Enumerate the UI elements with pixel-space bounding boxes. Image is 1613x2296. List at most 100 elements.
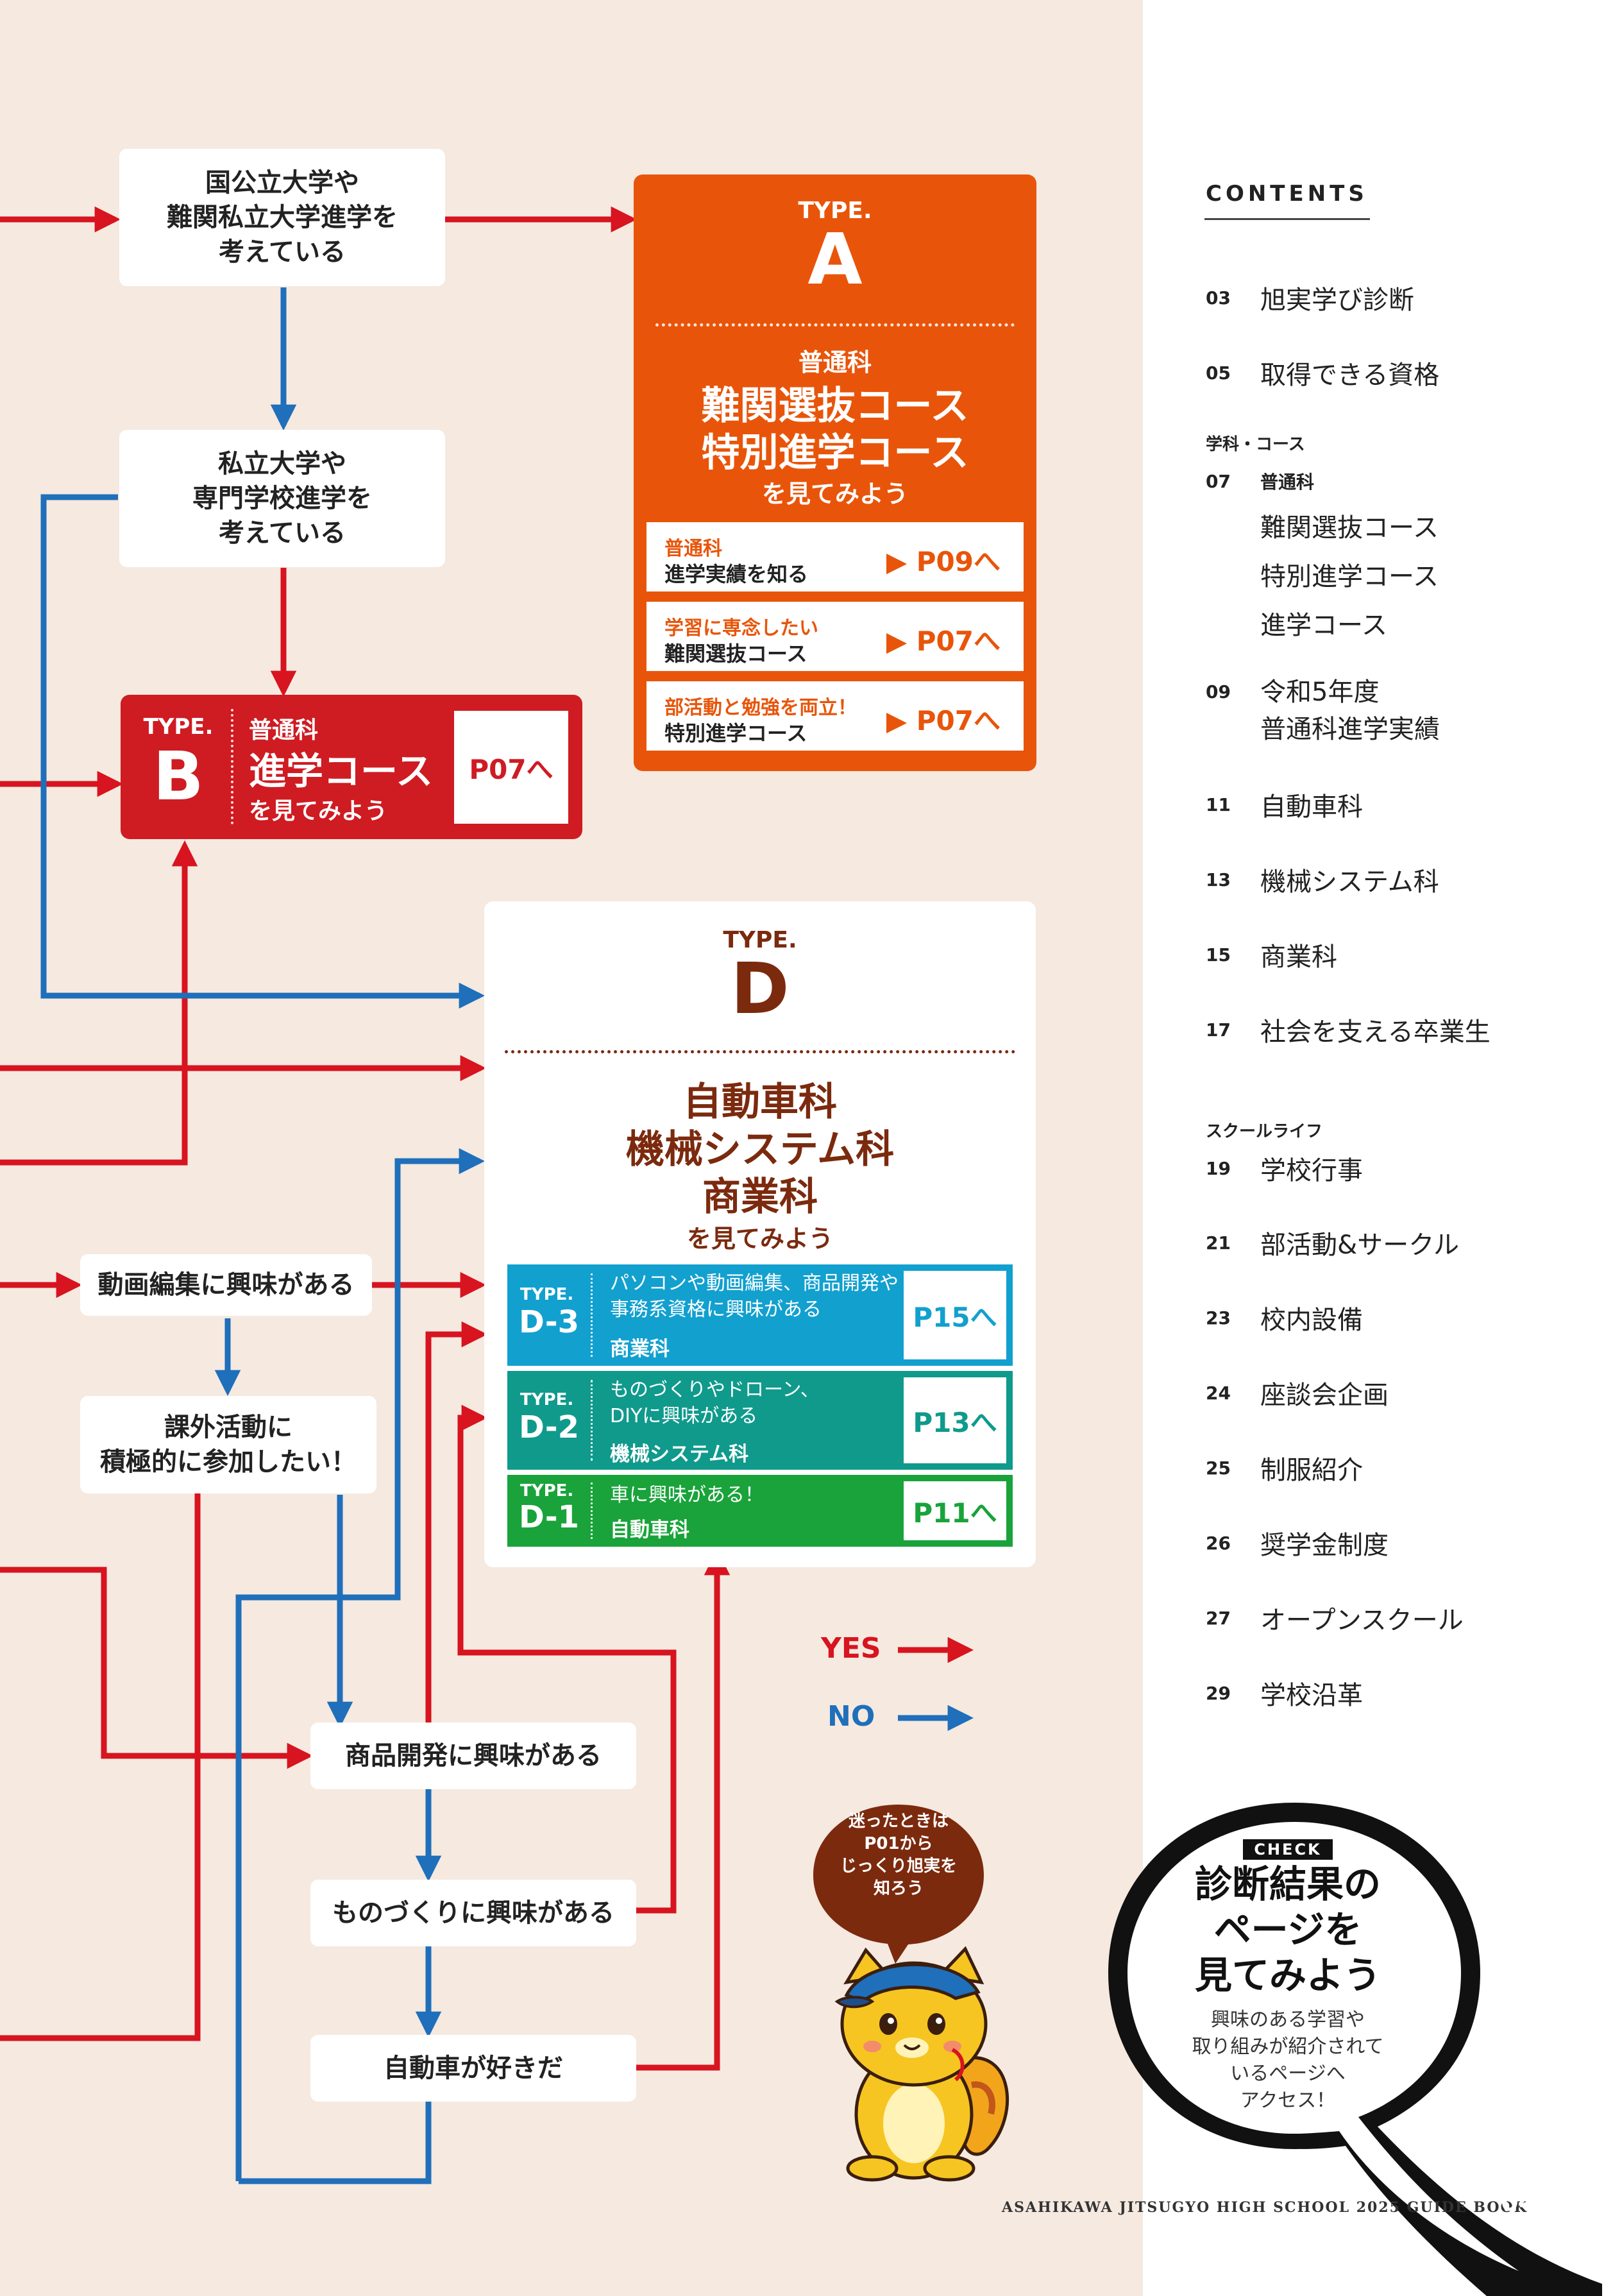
page-link[interactable]: ▶ P07へ — [886, 705, 1001, 736]
row-description: ものづくりやドローン、 DIYに興味がある — [610, 1379, 820, 1427]
toc-title: 奨学金制度 — [1260, 1531, 1389, 1560]
row-main: 特別進学コース — [664, 721, 807, 745]
type-a-dept: 普通科 — [798, 348, 872, 377]
toc-title: 学校沿革 — [1260, 1681, 1363, 1710]
row-sub: 学習に専念したい — [664, 617, 818, 640]
type-a-row-tokubetsu[interactable]: 部活動と勉強を両立！ 特別進学コース ▶ P07へ — [646, 681, 1024, 751]
type-b-label: TYPE. — [143, 714, 214, 740]
page-link[interactable]: ▶ P09へ — [886, 546, 1001, 577]
row-dept: 自動車科 — [610, 1518, 689, 1542]
toc-title: 校内設備 — [1260, 1305, 1363, 1335]
toc-page-number: 03 — [1206, 287, 1231, 309]
type-a-see: を見てみよう — [761, 480, 908, 508]
row-type-label: TYPE. — [520, 1390, 574, 1409]
yes-legend-label: YES — [821, 1632, 881, 1665]
page-number: 04 — [1501, 2188, 1537, 2217]
type-b-course: 進学コース — [249, 749, 434, 793]
yes-line — [0, 1567, 314, 1769]
type-a-card: TYPE. A 普通科 難関選抜コース 特別進学コース を見てみよう 普通科 進… — [634, 174, 1036, 771]
toc-title: 旭実学び診断 — [1260, 285, 1414, 315]
no-line — [239, 2098, 432, 2184]
no-legend-label: NO — [827, 1700, 875, 1733]
row-type-label: TYPE. — [520, 1285, 574, 1304]
check-body: 興味のある学習や 取り組みが紹介されて いるページへ アクセス！ — [1192, 2009, 1384, 2112]
toc-subitem[interactable]: 難関選抜コース — [1260, 513, 1439, 543]
page-link[interactable]: ▶ P07へ — [886, 625, 1001, 657]
toc-page-number: 15 — [1206, 944, 1231, 965]
type-a-label: TYPE. — [798, 198, 872, 224]
toc-page-number: 05 — [1206, 362, 1231, 384]
speech-bubble-text: 迷ったときは P01から じっくり旭実を 知ろう — [840, 1812, 957, 1899]
toc-page-number: 11 — [1206, 794, 1231, 815]
row-dept: 機械システム科 — [610, 1443, 749, 1466]
toc-title: 機械システム科 — [1260, 867, 1439, 897]
type-b-page-link[interactable]: P07へ — [454, 711, 568, 824]
dotted-divider — [591, 1380, 593, 1461]
check-title: 診断結果の ページを 見てみよう — [1194, 1862, 1381, 1997]
toc-section-course: 学科・コース — [1206, 435, 1305, 454]
question-national-university: 国公立大学や 難関私立大学進学を 考えている — [119, 149, 445, 286]
type-a-row-nankan[interactable]: 学習に専念したい 難関選抜コース ▶ P07へ — [646, 602, 1024, 671]
toc-page-number: 27 — [1206, 1607, 1231, 1629]
check-badge: CHECK — [1243, 1839, 1333, 1860]
type-d3-row[interactable]: TYPE. D-3 パソコンや動画編集、商品開発や 事務系資格に興味がある 商業… — [507, 1264, 1013, 1366]
contents-heading: CONTENTS — [1206, 181, 1368, 207]
type-a-row-results[interactable]: 普通科 進学実績を知る ▶ P09へ — [646, 522, 1024, 591]
no-line — [235, 1148, 486, 2181]
no-line — [40, 494, 486, 1009]
page-link[interactable]: P13へ — [904, 1377, 1006, 1463]
row-type-num: D-1 — [519, 1499, 580, 1535]
yes-line — [425, 1321, 488, 1726]
toc-item[interactable]: 27 オープンスクール — [1206, 1599, 1464, 1637]
toc-item[interactable]: 03 旭実学び診断 — [1206, 279, 1414, 316]
type-d-dept-1: 自動車科 — [683, 1080, 837, 1125]
row-description: 車に興味がある！ — [610, 1484, 764, 1506]
question-product-development: 商品開発に興味がある — [310, 1722, 636, 1789]
toc-page-number: 24 — [1206, 1382, 1231, 1404]
type-d1-row[interactable]: TYPE. D-1 車に興味がある！ 自動車科 P11へ — [507, 1475, 1013, 1547]
mascot-character — [834, 1946, 1009, 2182]
toc-subitem[interactable]: 進学コース — [1260, 611, 1387, 640]
toc-page-number: 25 — [1206, 1457, 1231, 1479]
toc-page-number: 21 — [1206, 1232, 1231, 1254]
row-type-num: D-2 — [519, 1409, 580, 1445]
toc-subitem[interactable]: 特別進学コース — [1260, 562, 1439, 591]
speech-bubble — [813, 1805, 984, 1964]
toc-title: オープンスクール — [1260, 1606, 1464, 1635]
contents-underline — [1204, 218, 1370, 220]
type-b-card: TYPE. B 普通科 進学コース を見てみよう P07へ — [121, 695, 582, 839]
toc-section-life: スクールライフ — [1206, 1122, 1323, 1141]
page-link[interactable]: P15へ — [904, 1271, 1006, 1359]
question-monozukuri: ものづくりに興味がある — [310, 1880, 636, 1946]
type-d-dept-3: 商業科 — [702, 1175, 818, 1220]
toc-page-number: 07 — [1206, 470, 1231, 492]
row-main: 進学実績を知る — [664, 562, 809, 586]
type-a-letter: A — [807, 218, 863, 300]
dotted-divider — [591, 1273, 593, 1357]
type-d2-row[interactable]: TYPE. D-2 ものづくりやドローン、 DIYに興味がある 機械システム科 … — [507, 1371, 1013, 1470]
check-balloon — [1108, 1803, 1602, 2296]
type-d-label: TYPE. — [723, 927, 797, 953]
toc-title: 部活動&サークル — [1260, 1230, 1459, 1260]
toc-page-number: 17 — [1206, 1019, 1231, 1041]
row-sub: 普通科 — [664, 538, 722, 560]
type-d-see: を見てみよう — [686, 1225, 833, 1253]
flowchart-lines — [0, 206, 974, 2184]
toc-item[interactable]: 21 部活動&サークル — [1206, 1224, 1459, 1261]
toc-title[interactable]: 令和5年度 普通科進学実績 — [1260, 677, 1440, 744]
row-main: 難関選抜コース — [664, 642, 807, 666]
dotted-divider — [591, 1483, 593, 1539]
page-link[interactable]: P11へ — [904, 1481, 1006, 1540]
